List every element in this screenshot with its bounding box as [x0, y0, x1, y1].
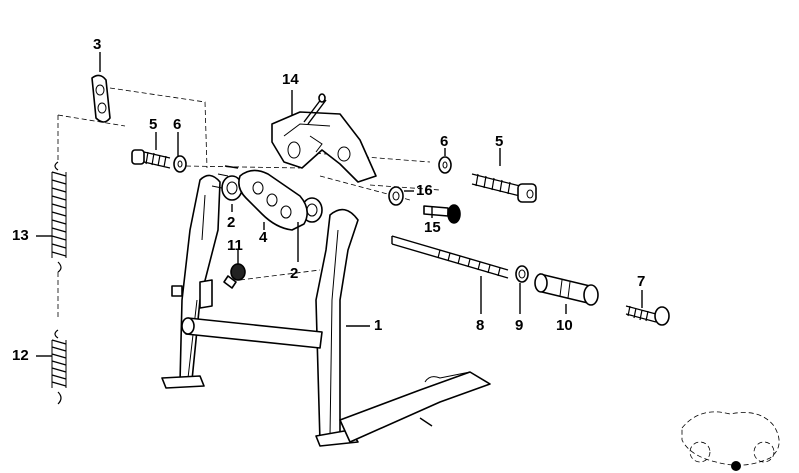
callout-11: 11 [227, 237, 243, 254]
callout-13: 13 [12, 227, 29, 244]
washer-part-6-left [173, 155, 187, 173]
callout-16: 16 [416, 182, 433, 199]
bolt-part-15 [423, 204, 461, 224]
callout-5-right: 5 [495, 133, 504, 150]
callout-15: 15 [424, 219, 441, 236]
spring-part-12 [51, 329, 67, 405]
long-bolt-part-8 [391, 235, 509, 279]
bolt-part-5-right [471, 173, 537, 203]
leader-lines [36, 52, 643, 357]
main-stand-part-1 [161, 174, 491, 447]
callout-2-right: 2 [290, 265, 299, 282]
callout-9: 9 [515, 317, 524, 334]
washer-part-16 [388, 186, 404, 206]
callout-6-right: 6 [440, 133, 449, 150]
callout-8: 8 [476, 317, 485, 334]
callout-4: 4 [259, 229, 268, 246]
callout-6-left: 6 [173, 116, 182, 133]
washer-part-9 [515, 265, 529, 283]
callout-14: 14 [282, 71, 299, 88]
callout-12: 12 [12, 347, 29, 364]
washer-part-6-right [438, 156, 452, 174]
motorcycle-logo-icon [681, 411, 780, 471]
callout-1: 1 [374, 317, 383, 334]
mounting-bracket-part-14 [271, 93, 377, 183]
callout-7: 7 [637, 273, 646, 290]
callout-2-left: 2 [227, 214, 236, 231]
callout-3: 3 [93, 36, 102, 53]
link-plate-part-3 [91, 74, 111, 123]
callout-5-left: 5 [149, 116, 158, 133]
bolt-part-5-left [131, 149, 171, 169]
assembly-guide-lines [57, 87, 441, 320]
callout-10: 10 [556, 317, 573, 334]
stopper-part-11 [223, 263, 246, 289]
sleeve-part-10 [534, 273, 599, 306]
bolt-part-7 [625, 305, 670, 326]
spring-part-13 [51, 161, 67, 273]
